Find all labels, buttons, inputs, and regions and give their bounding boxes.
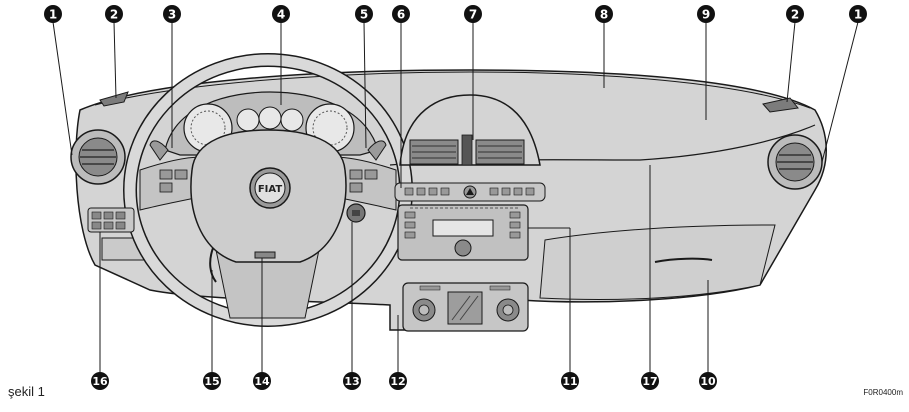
right-side-vent (767, 134, 823, 190)
right-stalk (367, 140, 387, 161)
radio-unit (397, 204, 529, 261)
callout-number: 11 (562, 375, 577, 388)
callout-number: 1 (854, 8, 862, 22)
callout-number: 10 (700, 375, 716, 388)
left-switch-panel (87, 207, 135, 233)
callout-number: 15 (204, 375, 219, 388)
left-stalk (149, 140, 169, 161)
callout-badge-2-left: 2 (105, 5, 123, 23)
callout-number: 9 (702, 8, 710, 22)
callout-badge-2-right: 2 (786, 5, 804, 23)
climate-control-panel (402, 282, 529, 332)
callout-number: 3 (168, 8, 176, 22)
callout-number: 4 (277, 8, 285, 22)
callout-badge-5: 5 (355, 5, 373, 23)
figure-caption: şekil 1 (8, 384, 45, 399)
callout-number: 13 (344, 375, 359, 388)
callout-badge-3: 3 (163, 5, 181, 23)
callout-badge-1-left: 1 (44, 5, 62, 23)
callout-number: 12 (390, 375, 405, 388)
center-switch-strip (394, 182, 546, 202)
right-demister-vent (762, 97, 799, 113)
callout-badge-10: 10 (699, 372, 717, 390)
callout-badge-13: 13 (343, 372, 361, 390)
callout-number: 1 (49, 8, 57, 22)
callout-number: 17 (642, 375, 657, 388)
callout-number: 7 (469, 8, 477, 22)
callout-badge-11: 11 (561, 372, 579, 390)
callout-leaders (52, 21, 859, 372)
callout-badge-17: 17 (641, 372, 659, 390)
callout-badge-9: 9 (697, 5, 715, 23)
steering-wheel: FIAT (123, 53, 413, 327)
left-side-vent (70, 129, 126, 185)
callout-badge-12: 12 (389, 372, 407, 390)
figure-code: F0R0400m (863, 388, 903, 397)
horn-tab (254, 251, 276, 259)
bonnet-release-lever (209, 247, 217, 283)
callout-number: 2 (791, 8, 799, 22)
callout-badge-15: 15 (203, 372, 221, 390)
callout-number: 5 (360, 8, 368, 22)
callout-number: 14 (254, 375, 270, 388)
callout-badge-6: 6 (392, 5, 410, 23)
brand-logo-text: FIAT (258, 184, 283, 195)
callout-badge-16: 16 (91, 372, 109, 390)
center-vents (399, 94, 541, 166)
callout-number: 2 (110, 8, 118, 22)
callout-badge-4: 4 (272, 5, 290, 23)
callout-badge-8: 8 (595, 5, 613, 23)
callout-badge-1-right: 1 (849, 5, 867, 23)
callout-number: 6 (397, 8, 405, 22)
callout-number: 16 (92, 375, 108, 388)
callout-badge-14: 14 (253, 372, 271, 390)
callout-number: 8 (600, 8, 608, 22)
callout-badge-7: 7 (464, 5, 482, 23)
left-demister-vent (99, 91, 129, 107)
